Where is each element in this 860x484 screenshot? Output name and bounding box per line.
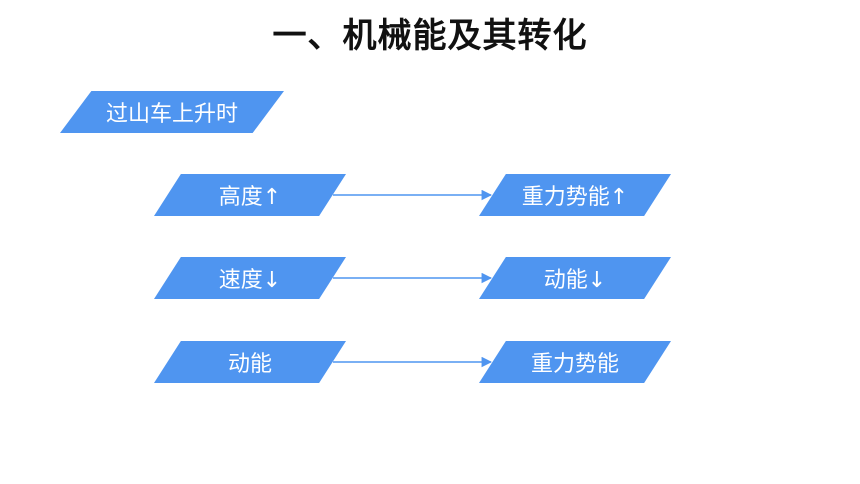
- row-2-left-label: 速度↓: [218, 268, 282, 293]
- row-2-left-shape: [154, 257, 346, 299]
- row-3-left-label: 动能: [227, 352, 272, 377]
- row-1-left-label: 高度↑: [218, 185, 282, 210]
- row-1-left-shape: [154, 174, 346, 216]
- header-box-shape: [60, 91, 284, 133]
- header-box: 过山车上升时: [60, 91, 284, 133]
- row-3-right-box: 重力势能: [479, 341, 671, 383]
- header-box-label: 过山车上升时: [105, 102, 238, 127]
- row-1-right-shape: [479, 174, 671, 216]
- row-2-right-box: 动能↓: [479, 257, 671, 299]
- row-3-right-shape: [479, 341, 671, 383]
- row-1-right-box: 重力势能↑: [479, 174, 671, 216]
- row-2-right-label: 动能↓: [543, 268, 607, 293]
- row-2-right-shape: [479, 257, 671, 299]
- row-2-left-box: 速度↓: [154, 257, 346, 299]
- page-title: 一、机械能及其转化: [272, 16, 588, 56]
- row-3-left-box: 动能: [154, 341, 346, 383]
- row-3-right-label: 重力势能: [530, 352, 619, 377]
- row-1-right-label: 重力势能↑: [521, 185, 629, 210]
- row-1-left-box: 高度↑: [154, 174, 346, 216]
- row-3-left-shape: [154, 341, 346, 383]
